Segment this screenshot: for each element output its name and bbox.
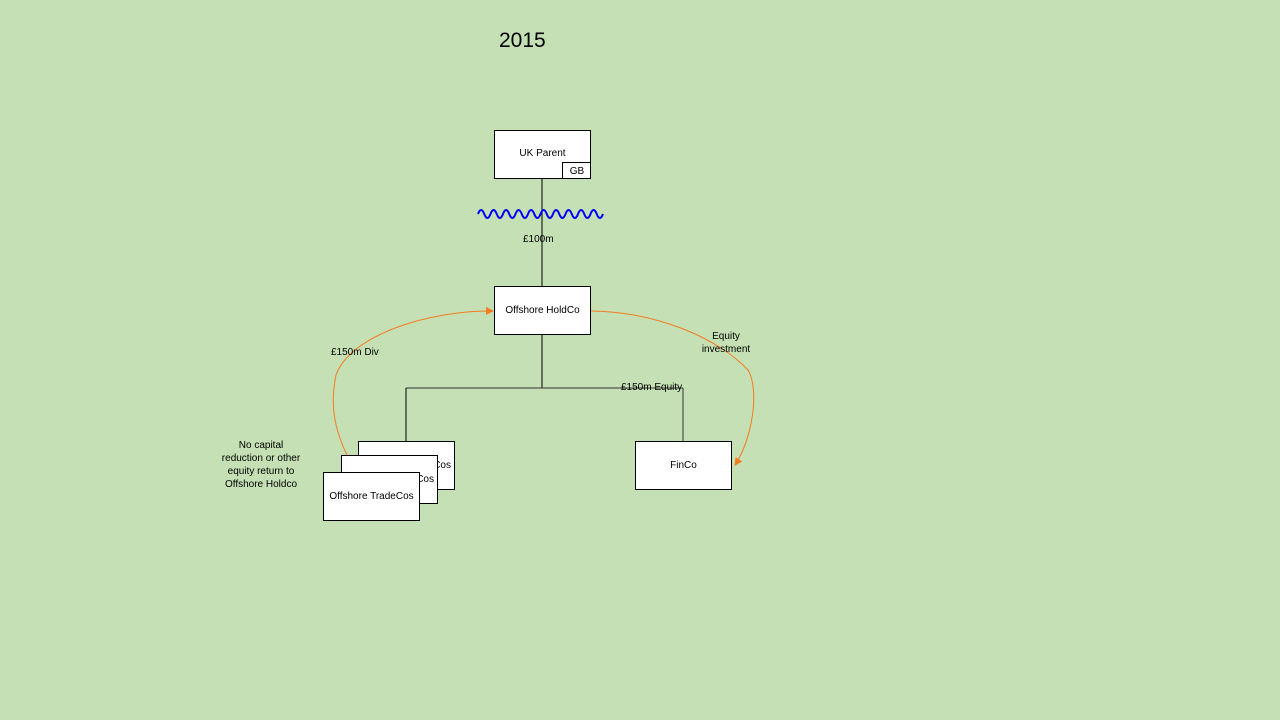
equity-investment-arrow — [590, 310, 755, 466]
note-no-capital-reduction: No capital reduction or other equity ret… — [221, 440, 301, 490]
entity-name: Offshore TradeCos — [329, 491, 414, 502]
label-100m: £100m — [523, 234, 554, 245]
label-equity-investment: Equity investment — [701, 331, 751, 355]
entity-offshore-tradecos[interactable]: Offshore TradeCos — [323, 472, 420, 521]
jurisdiction-badge: GB — [562, 162, 590, 178]
entity-name: FinCo — [670, 460, 697, 471]
entity-name: Cos — [416, 474, 434, 485]
entity-uk-parent[interactable]: UK Parent GB — [494, 130, 591, 179]
label-dividend: £150m Div — [331, 347, 379, 358]
label-150m-equity: £150m Equity — [621, 382, 683, 393]
entity-name: Cos — [433, 460, 451, 471]
slide-title: 2015 — [499, 29, 546, 52]
entity-name: Offshore HoldCo — [505, 305, 580, 316]
entity-finco[interactable]: FinCo — [635, 441, 732, 490]
dividend-arrow — [332, 306, 494, 456]
offshore-wave-boundary — [477, 209, 604, 219]
entity-name: UK Parent — [519, 147, 566, 159]
entity-offshore-holdco[interactable]: Offshore HoldCo — [494, 286, 591, 335]
